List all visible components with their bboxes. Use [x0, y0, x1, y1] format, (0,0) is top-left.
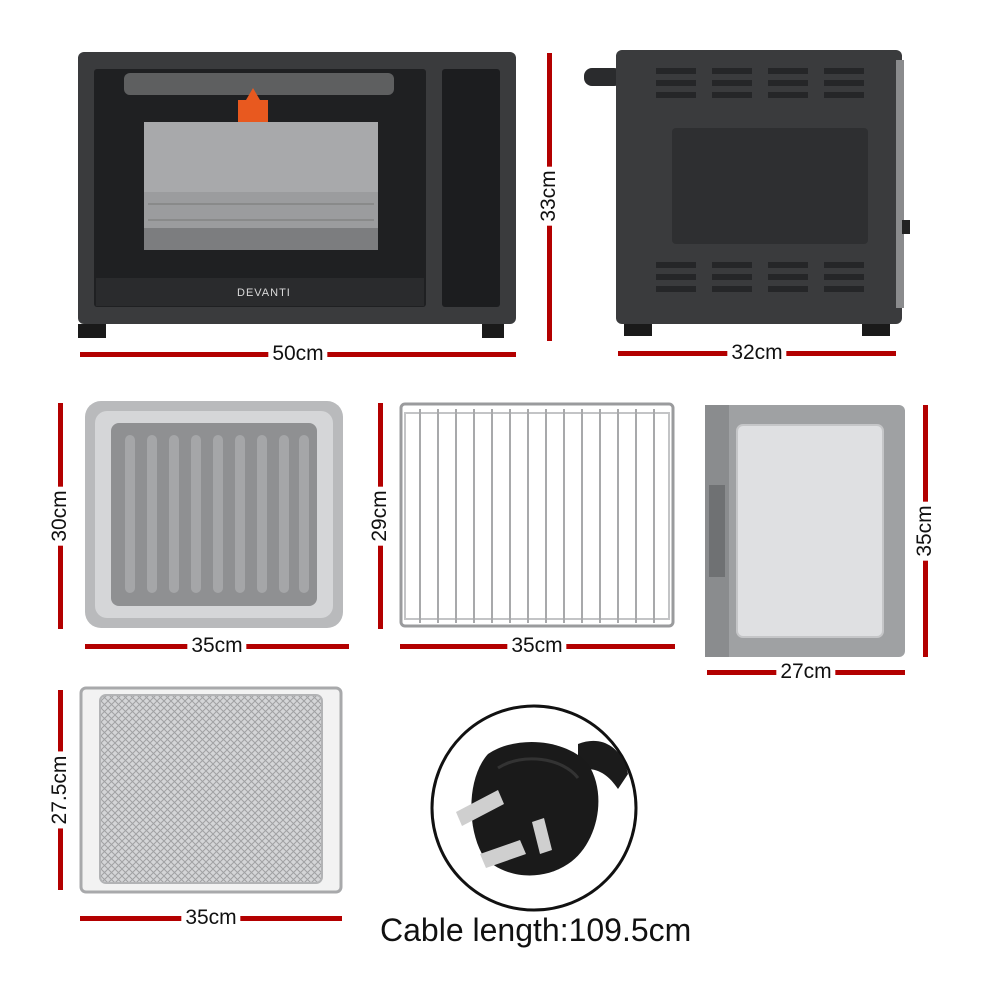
- mesh-basket-width-label: 35cm: [181, 906, 241, 930]
- power-plug-image: [430, 704, 638, 912]
- oven-brand-logo: DEVANTI: [237, 287, 291, 299]
- mesh-basket-image: [79, 686, 343, 894]
- mesh-basket-height-label: 27.5cm: [48, 751, 72, 829]
- baking-tray-image: [85, 401, 343, 628]
- oven-width-label: 50cm: [268, 342, 328, 366]
- cable-length-text: Cable length:109.5cm: [380, 912, 692, 948]
- crumb-tray-width-label: 27cm: [776, 660, 836, 684]
- oven-side-image: [584, 50, 910, 336]
- crumb-tray-image: [705, 405, 905, 657]
- oven-depth-label: 32cm: [727, 341, 787, 365]
- wire-rack-width-label: 35cm: [507, 634, 567, 658]
- baking-tray-height-label: 30cm: [48, 486, 72, 546]
- wire-rack-height-label: 29cm: [368, 486, 392, 546]
- baking-tray-width-label: 35cm: [187, 634, 247, 658]
- oven-front-image: [78, 52, 516, 338]
- oven-height-label: 33cm: [537, 166, 561, 226]
- wire-rack-image: [399, 402, 675, 628]
- crumb-tray-height-label: 35cm: [913, 501, 937, 561]
